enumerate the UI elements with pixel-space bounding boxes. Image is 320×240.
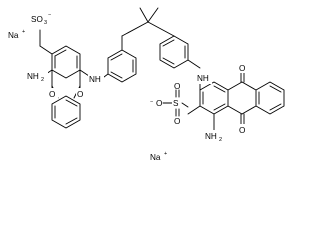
sodium-ion-right-charge: + xyxy=(164,151,167,157)
imino-right-label: NH xyxy=(197,74,209,83)
carbonyl-left-o2: O xyxy=(77,90,83,99)
sulfonate-right-o3: O xyxy=(174,117,180,126)
right-phenyl xyxy=(159,35,201,69)
imino-left-label: NH xyxy=(89,75,101,84)
sulfonate-right-o2: O xyxy=(174,82,180,91)
isopropylidene-bridge xyxy=(121,7,175,37)
sodium-ion-left: Na xyxy=(8,31,19,40)
carbonyl-right-o1: O xyxy=(239,64,245,73)
sodium-ion-right: Na xyxy=(150,153,161,162)
amino-left-label: NH xyxy=(27,72,39,81)
carbonyl-right-o2: O xyxy=(239,126,245,135)
sodium-ion-left-charge: + xyxy=(22,29,25,35)
sulfonate-right-o-minus: O xyxy=(156,99,162,108)
sulfonate-left-subscript: 3 xyxy=(44,20,47,26)
left-anthraquinone xyxy=(51,45,81,129)
amino-right-label: NH xyxy=(205,132,217,141)
sulfonate-right-charge: − xyxy=(150,99,153,105)
left-phenyl xyxy=(99,35,137,83)
amino-right-subscript: 2 xyxy=(219,137,222,143)
chemical-structure: Na + SO 3 − NH 2 NH O O NH O O O − S O O… xyxy=(8,7,285,162)
sulfonate-left-charge: − xyxy=(48,12,51,18)
sulfonate-right-s: S xyxy=(173,99,179,108)
right-substituents xyxy=(187,79,215,131)
right-anthraquinone xyxy=(199,71,285,125)
sulfonate-left-label: SO xyxy=(31,15,43,24)
carbonyl-left-o1: O xyxy=(49,90,55,99)
amino-left-subscript: 2 xyxy=(41,77,44,83)
